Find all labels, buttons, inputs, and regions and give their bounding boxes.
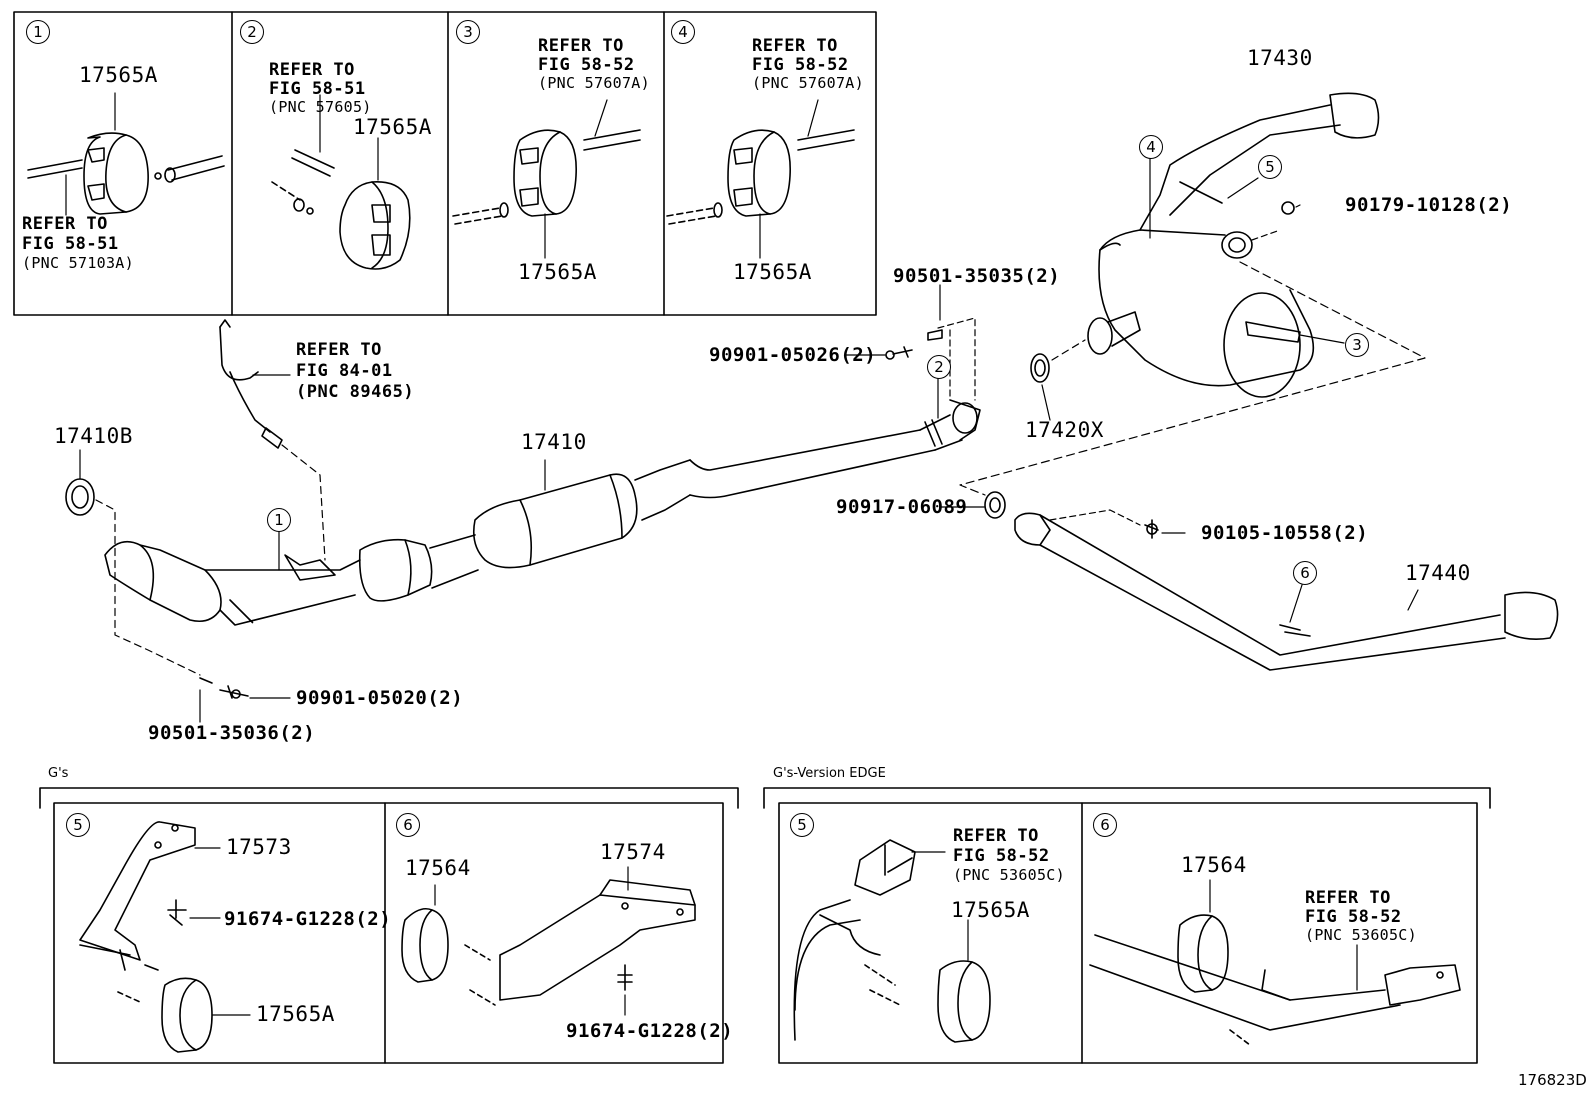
inset-4-number: 4 (671, 20, 695, 44)
edge-box5-ref-line2: FIG 58-52 (953, 846, 1050, 866)
edge-box5-number: 5 (790, 813, 814, 837)
gs-part-17573: 17573 (226, 835, 292, 859)
inset-4-ref-line1: REFER TO (752, 36, 838, 56)
part-90501-35036: 90501-35036(2) (148, 722, 316, 744)
sensor-ref-line1: REFER TO (296, 340, 382, 360)
edge-box5-ref-line3: (PNC 53605C) (953, 866, 1065, 884)
inset-3-part-label: 17565A (518, 260, 597, 284)
inset-1-ref-line1: REFER TO (22, 214, 108, 234)
inset-1-part-label: 17565A (79, 63, 158, 87)
inset-2-ref-line3: (PNC 57605) (269, 98, 372, 116)
part-90105-10558: 90105-10558(2) (1201, 522, 1369, 544)
part-17440: 17440 (1405, 561, 1471, 585)
part-90901-05026: 90901-05026(2) (709, 344, 877, 366)
inset-4-drawing (666, 99, 855, 259)
edge-box5-drawing (793, 839, 991, 1043)
callout-1: 1 (267, 508, 291, 532)
gs-part-91674-G1228-b: 91674-G1228(2) (566, 1020, 734, 1042)
part-90179-10128: 90179-10128(2) (1345, 194, 1513, 216)
edge-box5-ref-line1: REFER TO (953, 826, 1039, 846)
part-90901-05020: 90901-05020(2) (296, 687, 464, 709)
inset-1-ref-line3: (PNC 57103A) (22, 254, 134, 272)
inset-4-ref-line3: (PNC 57607A) (752, 74, 864, 92)
gs-part-17565A: 17565A (256, 1002, 335, 1026)
inset-2-ref-line1: REFER TO (269, 60, 355, 80)
inset-1-number: 1 (26, 20, 50, 44)
inset-3-drawing (452, 99, 641, 259)
edge-part-17564: 17564 (1181, 853, 1247, 877)
group-gs-title: G's (48, 766, 69, 781)
gs-box5-number: 5 (66, 813, 90, 837)
part-90917-06089: 90917-06089 (836, 496, 968, 518)
part-17420X: 17420X (1025, 418, 1104, 442)
inset-3-ref-line2: FIG 58-52 (538, 55, 635, 75)
inset-2-drawing (271, 94, 411, 270)
gs-box6-drawing (401, 866, 696, 1016)
inset-4-ref-line2: FIG 58-52 (752, 55, 849, 75)
inset-3-number: 3 (456, 20, 480, 44)
edge-part-17565A: 17565A (951, 898, 1030, 922)
edge-box6-ref-line1: REFER TO (1305, 888, 1391, 908)
main-drawing (65, 92, 1559, 723)
edge-box6-ref-line3: (PNC 53605C) (1305, 926, 1417, 944)
inset-1-ref-line2: FIG 58-51 (22, 234, 119, 254)
inset-4-part-label: 17565A (733, 260, 812, 284)
edge-box6-drawing (1089, 879, 1461, 1046)
sensor-ref-line2: FIG 84-01 (296, 361, 393, 381)
callout-6: 6 (1293, 561, 1317, 585)
gs-box6-number: 6 (396, 813, 420, 837)
sensor-ref-line3: (PNC 89465) (296, 382, 415, 402)
part-17410: 17410 (521, 430, 587, 454)
edge-box6-ref-line2: FIG 58-52 (1305, 907, 1402, 927)
inset-1-drawing (27, 92, 225, 216)
gs-part-91674-G1228-a: 91674-G1228(2) (224, 908, 392, 930)
gs-part-17574: 17574 (600, 840, 666, 864)
group-edge-title: G's-Version EDGE (773, 766, 886, 781)
inset-3-ref-line3: (PNC 57607A) (538, 74, 650, 92)
gs-box5-drawing (79, 821, 251, 1053)
callout-3: 3 (1345, 333, 1369, 357)
inset-frame (13, 11, 877, 316)
callout-5: 5 (1258, 155, 1282, 179)
inset-3-ref-line1: REFER TO (538, 36, 624, 56)
group-brackets (39, 787, 1491, 1064)
edge-box6-number: 6 (1093, 813, 1117, 837)
callout-2: 2 (927, 355, 951, 379)
part-17430: 17430 (1247, 46, 1313, 70)
figure-id: 176823D (1518, 1071, 1587, 1089)
callout-4: 4 (1139, 135, 1163, 159)
part-17410B: 17410B (54, 424, 133, 448)
inset-2-part-label: 17565A (353, 115, 432, 139)
gs-part-17564: 17564 (405, 856, 471, 880)
part-90501-35035: 90501-35035(2) (893, 265, 1061, 287)
inset-2-ref-line2: FIG 58-51 (269, 79, 366, 99)
inset-2-number: 2 (240, 20, 264, 44)
